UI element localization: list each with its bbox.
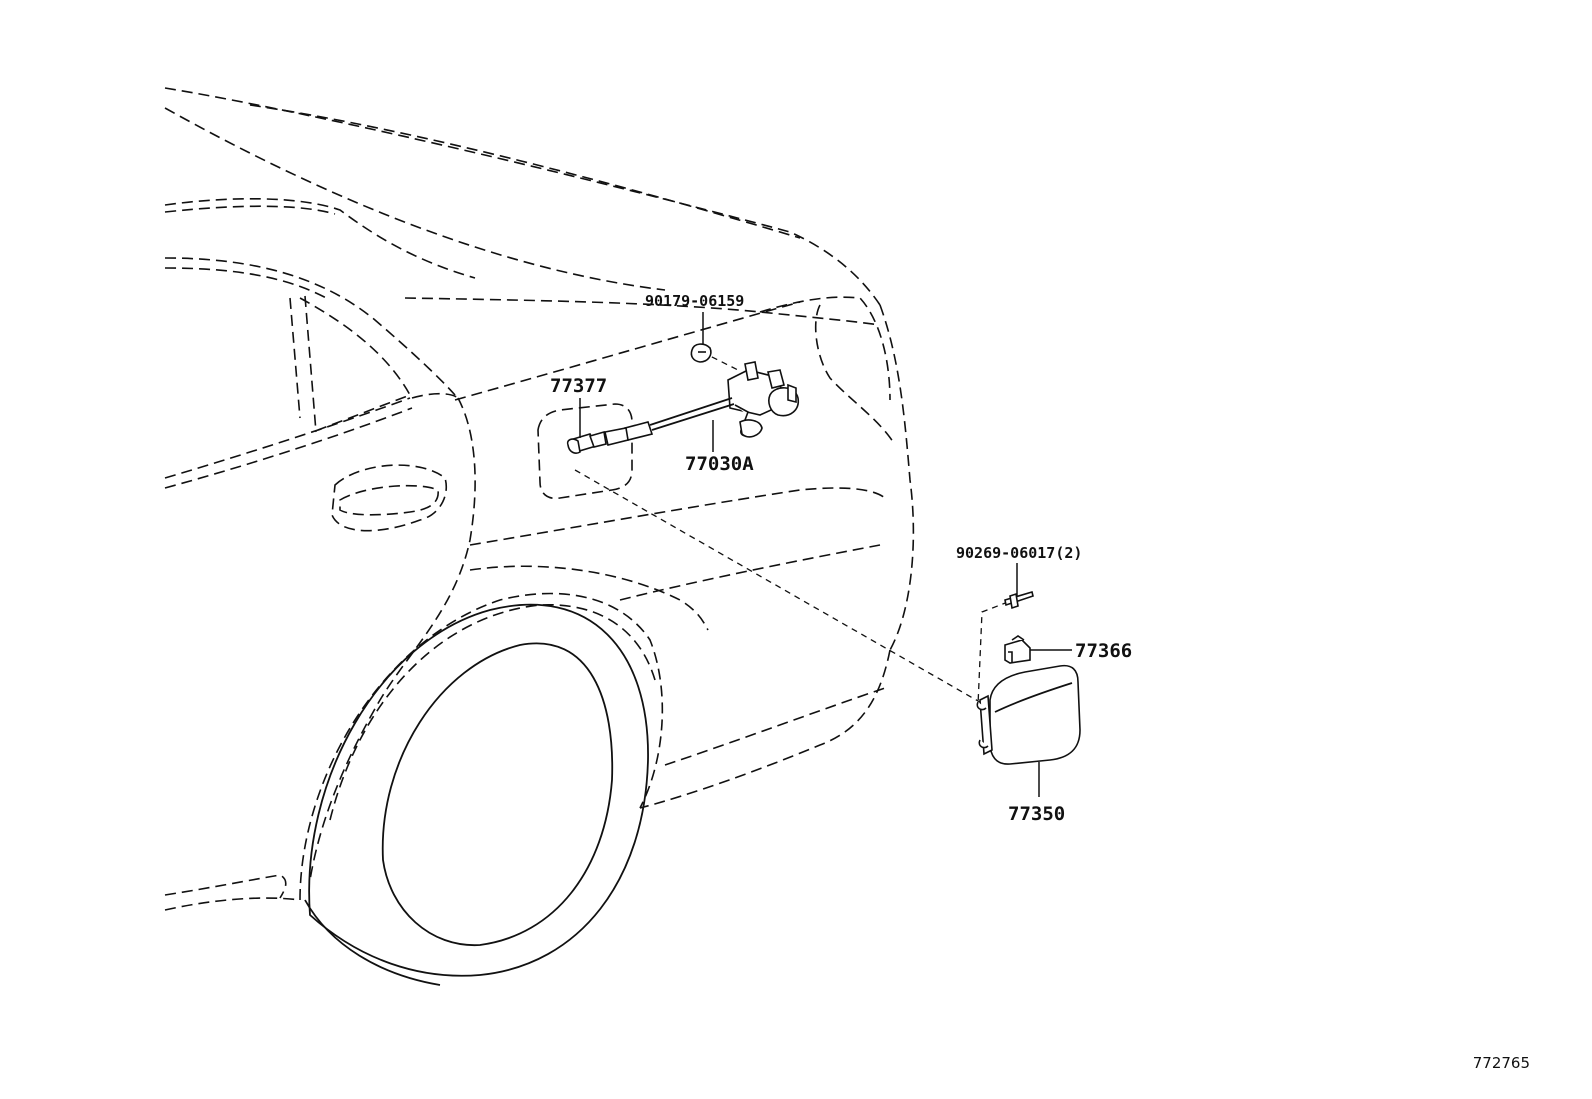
part-77366-clip[interactable] bbox=[1004, 635, 1031, 664]
wheel-arch-inner bbox=[329, 604, 656, 821]
bumper-lower bbox=[639, 649, 891, 809]
tail-light-outline bbox=[814, 304, 896, 446]
label-77350[interactable]: 77350 bbox=[1008, 803, 1065, 825]
fender-flare bbox=[469, 565, 709, 631]
sill-line-2 bbox=[164, 897, 301, 911]
label-77030a[interactable]: 77030A bbox=[685, 453, 754, 475]
bumper-line bbox=[664, 687, 886, 766]
guide-cushion bbox=[701, 351, 739, 371]
window-sill bbox=[411, 392, 459, 399]
roof-line-inner bbox=[164, 107, 666, 291]
rear-body-edge bbox=[879, 304, 915, 651]
belt-line-2 bbox=[164, 407, 413, 489]
quarter-panel-line bbox=[454, 301, 801, 401]
rear-window-top bbox=[164, 197, 476, 279]
sill-line bbox=[164, 874, 287, 899]
fuel-filler-opening bbox=[537, 403, 633, 500]
shoulder-line bbox=[404, 297, 881, 326]
door-rear-edge bbox=[309, 397, 476, 881]
lower-body-sweep bbox=[469, 487, 886, 546]
rear-door-frame-inner bbox=[164, 267, 331, 301]
leader-lines bbox=[579, 312, 1072, 797]
quarter-window bbox=[289, 295, 412, 433]
roof-line-outer bbox=[164, 87, 881, 306]
label-90179-06159[interactable]: 90179-06159 bbox=[645, 292, 744, 310]
guide-screw bbox=[977, 601, 1009, 706]
wheel-arch-outer bbox=[299, 592, 664, 901]
illustration-reference-id: 772765 bbox=[1473, 1054, 1530, 1072]
rear-window-top-2 bbox=[164, 205, 336, 215]
part-90179-06159-cushion[interactable] bbox=[690, 343, 712, 363]
part-77377-lock[interactable] bbox=[566, 430, 607, 454]
rear-door-frame bbox=[164, 257, 456, 396]
roof-ridge bbox=[249, 104, 801, 239]
part-77350-fuel-lid[interactable] bbox=[976, 664, 1081, 765]
tire-inner bbox=[381, 642, 614, 946]
label-77377[interactable]: 77377 bbox=[550, 375, 607, 397]
label-77366[interactable]: 77366 bbox=[1075, 640, 1132, 662]
tire-sidewall-lower bbox=[304, 899, 441, 986]
guide-lid-to-opening bbox=[574, 469, 986, 706]
tire-outer bbox=[308, 603, 649, 977]
assembly-guide-lines bbox=[574, 351, 1009, 706]
label-90269-06017[interactable]: 90269-06017(2) bbox=[956, 544, 1082, 562]
part-90269-06017-screw[interactable] bbox=[1004, 590, 1034, 610]
door-handle-recess bbox=[331, 464, 447, 532]
vehicle-body-outline bbox=[164, 87, 915, 911]
tail-corner bbox=[759, 296, 891, 401]
rear-tire bbox=[304, 603, 649, 986]
part-77030a-actuator[interactable] bbox=[604, 361, 800, 446]
rocker-line bbox=[619, 544, 881, 601]
belt-line bbox=[164, 397, 411, 479]
door-handle bbox=[339, 484, 439, 516]
